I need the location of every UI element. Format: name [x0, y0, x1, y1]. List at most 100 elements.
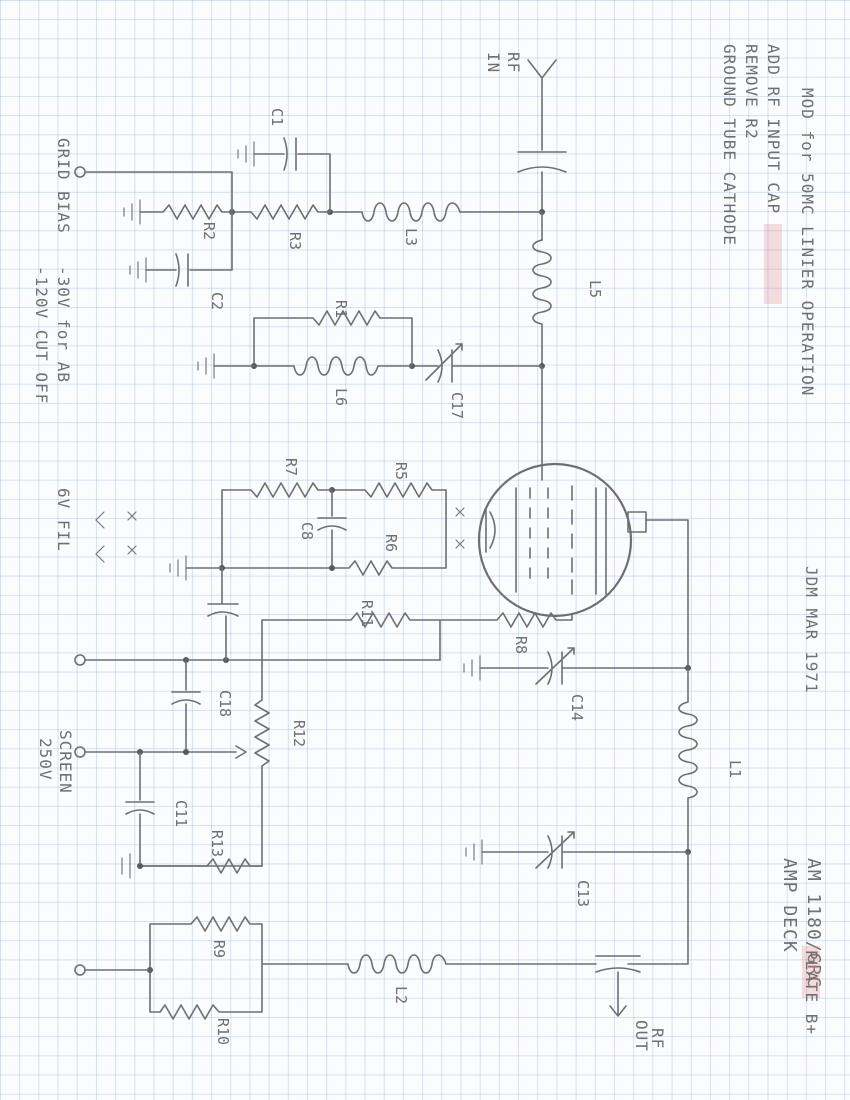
- label-r1: R1: [332, 300, 350, 318]
- resistor-r9-r10: [149, 916, 263, 1020]
- ground-symbol: [465, 839, 483, 865]
- deck-title-line1: AM 1180/GRC: [803, 858, 824, 988]
- vacuum-tube-envelope: [477, 462, 633, 618]
- capacitor-c13: [481, 831, 689, 869]
- label-c11-text: C11: [172, 800, 190, 827]
- label-r8: R8: [512, 636, 530, 654]
- screen-terminal[interactable]: [74, 746, 86, 758]
- resistor-r2: [139, 204, 233, 220]
- filament-label: 6V FIL: [54, 488, 73, 552]
- plate-wire: [645, 519, 689, 669]
- tube-filament: [485, 507, 496, 553]
- rf-in-text-2: IN: [484, 52, 503, 73]
- label-l2-text: L2: [392, 986, 410, 1004]
- ground-symbol: [121, 853, 131, 879]
- label-r2: R2: [200, 222, 218, 240]
- grid-bias-wire: [85, 171, 233, 213]
- label-r13-text: R13: [208, 830, 226, 857]
- coil-l3: [345, 202, 461, 222]
- plate-output-wire: [627, 851, 689, 965]
- filament-terminals: [95, 511, 105, 563]
- label-c13: C13: [574, 880, 592, 907]
- ground-symbol: [463, 655, 481, 681]
- label-r7: R7: [282, 458, 300, 476]
- rf-out-label-2: OUT: [632, 1020, 651, 1052]
- rf-in-text-1: RF: [504, 52, 523, 73]
- highlight-mark: [764, 224, 782, 304]
- capacitor-c17: [411, 343, 543, 383]
- filament-text: 6V FIL: [54, 488, 73, 552]
- filament-x-marks-left: [127, 511, 137, 555]
- label-l3-text: L3: [402, 228, 420, 246]
- label-r1-text: R1: [332, 300, 350, 318]
- rf-output-capacitor: [595, 955, 641, 1017]
- label-r10-text: R10: [214, 1018, 232, 1045]
- signature-text: JDM MAR 1971: [802, 566, 821, 694]
- grid-bias-label: GRID BIAS: [54, 138, 73, 234]
- tube-plate: [595, 487, 607, 595]
- resistor-r12: [139, 699, 270, 867]
- screen-voltage-label: 250V: [36, 738, 55, 781]
- rf-out-label: RF: [648, 1028, 667, 1049]
- pot-wiper: [185, 745, 247, 759]
- label-r12-text: R12: [290, 720, 308, 747]
- bias-cutoff-label: -120V CUT OFF: [32, 266, 51, 404]
- label-c17-text: C17: [448, 392, 466, 419]
- coil-l5: [532, 239, 552, 349]
- rf-out-text-1: RF: [648, 1028, 667, 1049]
- label-r11-text: R11: [358, 600, 376, 627]
- label-r9: R9: [210, 940, 228, 958]
- label-r11: R11: [358, 600, 376, 627]
- label-r5-text: R5: [392, 462, 410, 480]
- label-l6: L6: [332, 388, 350, 406]
- label-l6-text: L6: [332, 388, 350, 406]
- label-c2: C2: [208, 292, 226, 310]
- capacitor-c18: [171, 659, 201, 753]
- note-line-3: GROUND TUBE CATHODE: [720, 44, 739, 246]
- grid-bias-terminal[interactable]: [74, 166, 86, 178]
- label-c14: C14: [568, 694, 586, 721]
- label-l1: L1: [726, 760, 744, 778]
- capacitor-c11: [125, 751, 155, 867]
- coil-l1: [678, 667, 698, 853]
- deck-subtitle: AMP DECK: [779, 858, 800, 953]
- signature: JDM MAR 1971: [802, 566, 821, 694]
- resistor-r8: [439, 612, 573, 628]
- grid-bias-text: GRID BIAS: [54, 138, 73, 234]
- label-c17: C17: [448, 392, 466, 419]
- junction-dot: [137, 863, 143, 869]
- label-l5-text: L5: [586, 280, 604, 298]
- resistor-r7: [221, 482, 333, 569]
- label-r2-text: R2: [200, 222, 218, 240]
- note-remove-r2: REMOVE R2: [742, 44, 761, 140]
- label-r7-text: R7: [282, 458, 300, 476]
- filament-x-marks: [455, 507, 465, 549]
- label-r3: R3: [286, 232, 304, 250]
- label-r10: R10: [214, 1018, 232, 1045]
- label-c1-text: C1: [268, 108, 286, 126]
- note-add-rf-cap: ADD RF INPUT CAP: [764, 44, 783, 304]
- plate-cap: [627, 511, 647, 533]
- bias-ab-label: -30V for AB: [54, 266, 73, 383]
- label-c13-text: C13: [574, 880, 592, 907]
- rail-terminal[interactable]: [74, 654, 86, 666]
- bias-cutoff-text: -120V CUT OFF: [32, 266, 51, 404]
- resistor-r3: [231, 204, 331, 220]
- plate-text: PLATE B+: [802, 950, 821, 1035]
- ground-symbol: [129, 257, 147, 283]
- label-c8-text: C8: [298, 522, 316, 540]
- note-line-2: REMOVE R2: [742, 44, 761, 140]
- ground-symbol: [197, 353, 215, 379]
- ground-symbol: [237, 141, 255, 167]
- capacitor-c8: [317, 489, 347, 569]
- ground-symbol: [123, 199, 141, 225]
- bypass-capacitor: [207, 567, 239, 661]
- label-r6-text: R6: [382, 534, 400, 552]
- label-c18: C18: [216, 690, 234, 717]
- screen-text-2: 250V: [36, 738, 55, 781]
- tube-cathode-grid: [515, 487, 531, 593]
- plate-terminal[interactable]: [74, 964, 86, 976]
- rf-in-label-2: IN: [484, 52, 503, 73]
- label-l3: L3: [402, 228, 420, 246]
